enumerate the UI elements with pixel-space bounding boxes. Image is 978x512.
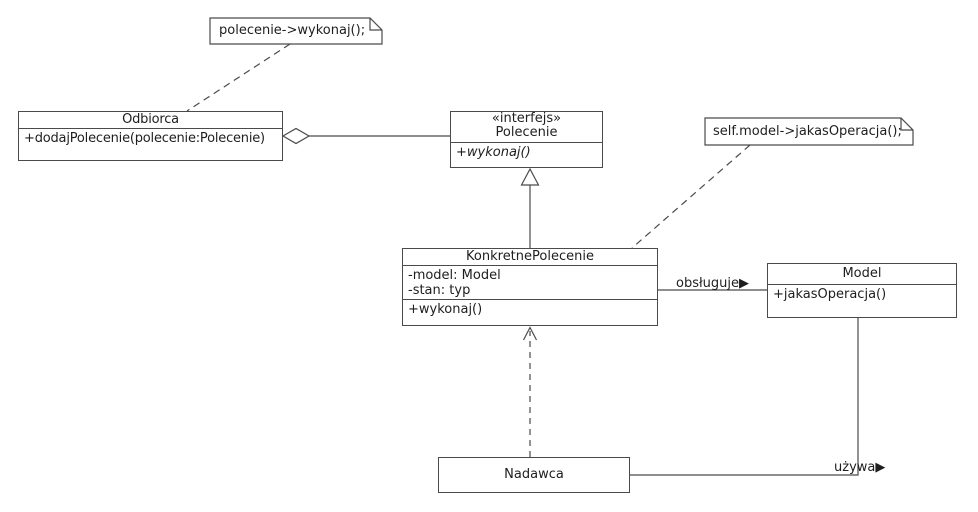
note-polecenie-wykonaj: polecenie->wykonaj(); [219, 23, 366, 38]
dependency-arrow-icon [522, 326, 538, 341]
operation: +wykonaj() [408, 302, 483, 317]
class-model: Model +jakasOperacja() [767, 263, 957, 318]
stereotype-label: «interfejs» [491, 112, 562, 126]
class-konkretne-polecenie-name: KonkretnePolecenie [403, 249, 657, 266]
note-fold-icon [369, 18, 382, 31]
aggregation-diamond-icon [281, 127, 311, 145]
note1-anchor-line [186, 43, 291, 112]
interface-polecenie-operations: +wykonaj() [451, 143, 602, 160]
attribute: -model: Model [408, 268, 501, 283]
class-odbiorca-operations: +dodajPolecenie(polecenie:Polecenie) [19, 129, 282, 146]
association-uzywa-line [630, 318, 859, 476]
class-odbiorca: Odbiorca +dodajPolecenie(polecenie:Polec… [18, 111, 283, 161]
operation: +dodajPolecenie(polecenie:Polecenie) [24, 131, 265, 146]
operation: +wykonaj() [456, 145, 531, 160]
generalization-arrow-icon [520, 167, 540, 186]
class-nadawca: Nadawca [438, 457, 630, 493]
note-shape [209, 17, 383, 45]
interface-polecenie-header: «interfejs» Polecenie [451, 112, 602, 143]
operation: +jakasOperacja() [773, 287, 887, 302]
attribute: -stan: typ [408, 283, 471, 298]
note2-anchor-line [631, 144, 751, 249]
association-label-uzywa: używa▶ [834, 460, 886, 475]
note-self-model: self.model->jakasOperacja(); [713, 124, 902, 139]
class-model-name: Model [768, 264, 956, 285]
interface-polecenie: «interfejs» Polecenie +wykonaj() [450, 111, 603, 168]
note-shape [704, 117, 914, 146]
class-nadawca-name: Nadawca [504, 467, 564, 482]
class-konkretne-polecenie-attributes: -model: Model -stan: typ [403, 266, 657, 300]
class-odbiorca-name: Odbiorca [19, 112, 282, 129]
class-konkretne-polecenie: KonkretnePolecenie -model: Model -stan: … [402, 248, 658, 326]
association-label-obsluguje: obsługuje▶ [676, 276, 750, 291]
class-model-operations: +jakasOperacja() [768, 285, 956, 302]
class-konkretne-polecenie-operations: +wykonaj() [403, 300, 657, 317]
note-fold-icon [900, 118, 913, 131]
interface-polecenie-name: Polecenie [495, 125, 558, 140]
